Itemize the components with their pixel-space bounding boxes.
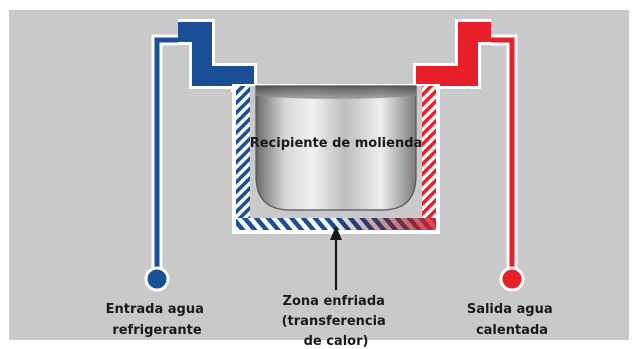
vessel-label: Recipiente de molienda	[250, 136, 423, 151]
outlet-pipe	[413, 19, 525, 292]
outlet-port-icon	[499, 266, 525, 292]
outlet-label: Salida agua calentada	[467, 302, 557, 338]
inlet-port-icon	[144, 266, 170, 292]
cooled-zone-label: Zona enfriada (transferencia de calor)	[282, 294, 391, 349]
inlet-pipe	[144, 19, 257, 292]
inlet-label: Entrada agua refrigerante	[106, 302, 209, 338]
cooled-zone-arrow	[330, 226, 342, 290]
grinding-vessel: Recipiente de molienda	[250, 85, 423, 211]
